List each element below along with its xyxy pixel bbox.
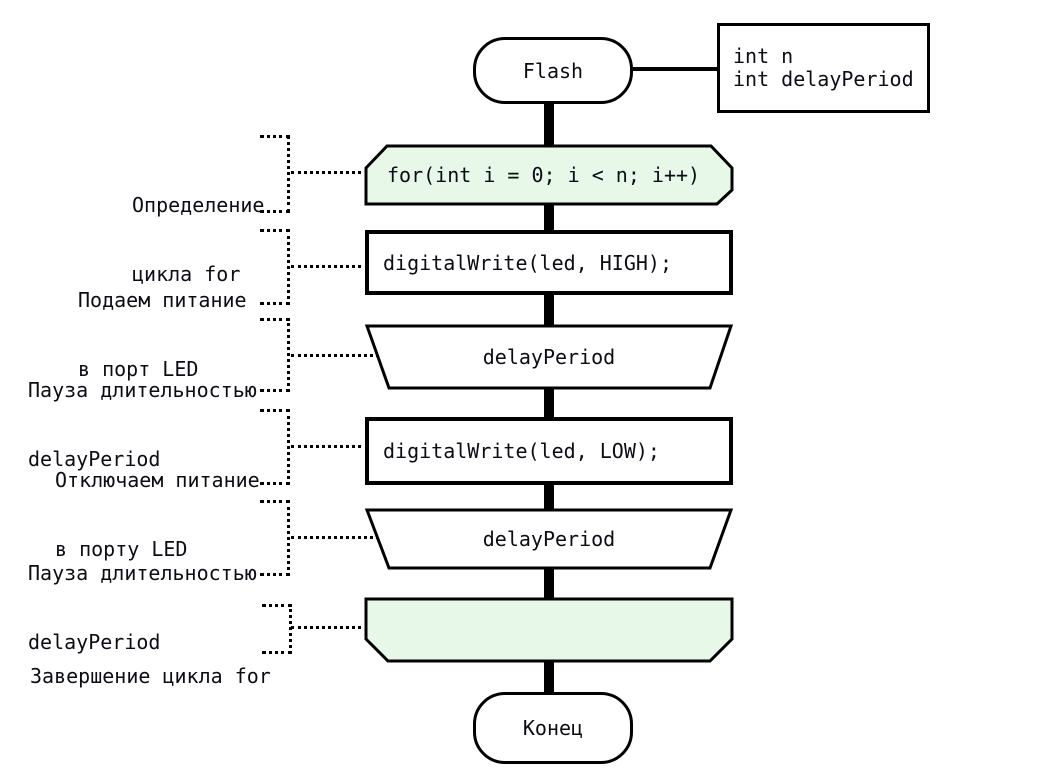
start-params-connector [620,67,720,71]
annotation-for-definition: Определение цикла for [132,193,265,286]
annotation-connector-6 [291,626,368,629]
flow-connector-high-delay1 [544,290,554,330]
annotation-power-on: Подаем питание в порт LED [78,288,247,381]
annotation-bracket-4 [260,409,290,485]
annotation-pause-2: Пауза длительностью delayPeriod [28,561,257,654]
flow-connector-for-high [544,200,554,235]
delay-text-1: delayPeriod [482,345,616,369]
flow-connector-low-delay2 [544,480,554,515]
annotation-bracket-6 [262,604,292,654]
loop-end-shape [364,597,734,663]
flow-connector-loopend-end [544,655,554,695]
params-line-2: int delayPeriod [733,67,914,91]
end-terminal: Конец [473,692,633,764]
write-low-box: digitalWrite(led, LOW); [365,417,733,485]
params-line-1: int n [733,44,794,68]
annotation-loop-end: Завершение цикла for [30,664,271,688]
write-high-box: digitalWrite(led, HIGH); [365,230,733,295]
annotation-power-off: Отключаем питание в порту LED [55,468,260,561]
start-terminal: Flash [473,37,633,104]
annotation-bracket-5 [260,500,290,576]
end-terminal-label: Конец [522,716,584,740]
delay-text-2: delayPeriod [482,527,616,551]
for-loop-text: for(int i = 0; i < n; i++) [387,163,701,187]
annotation-connector-3 [291,354,379,357]
flow-connector-delay1-low [544,385,554,422]
annotation-connector-1 [291,171,368,174]
flow-connector-delay2-loopend [544,565,554,603]
annotation-bracket-3 [260,318,290,392]
annotation-connector-5 [291,536,379,539]
params-box: int n int delayPeriod [717,23,930,113]
annotation-pause-1: Пауза длительностью delayPeriod [28,378,257,471]
annotation-connector-4 [291,445,368,448]
annotation-connector-2 [291,265,368,268]
annotation-bracket-1 [260,135,290,213]
flow-connector-start-for [544,90,554,150]
annotation-bracket-2 [260,229,290,305]
start-terminal-label: Flash [522,58,584,83]
